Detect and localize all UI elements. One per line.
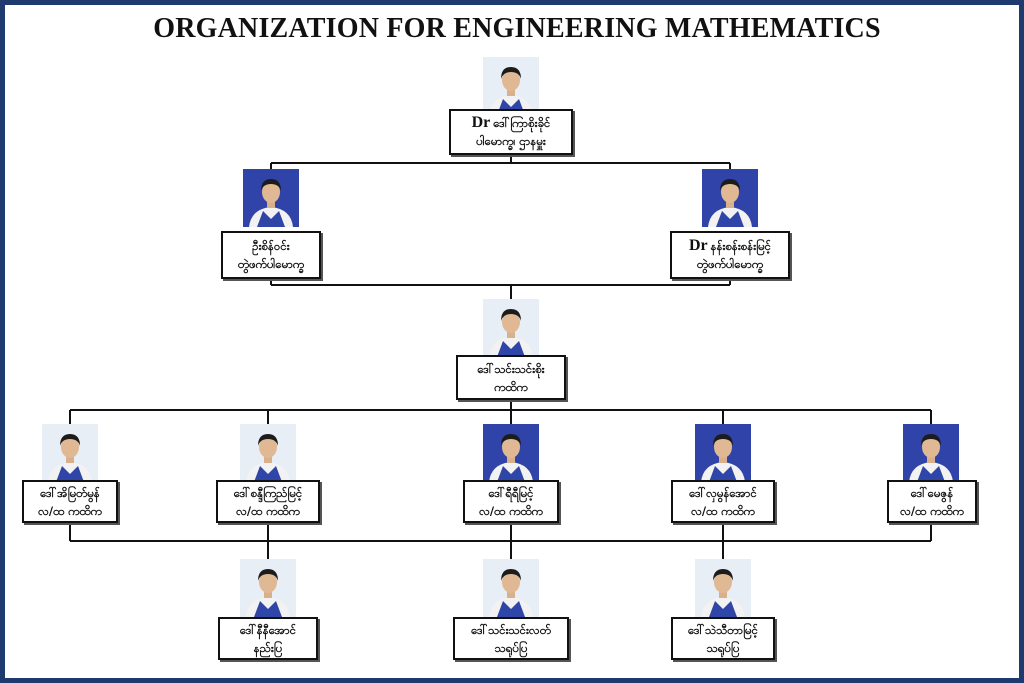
person-role: တွဲဖက်ပါမောက္ခ bbox=[237, 257, 305, 271]
portrait-photo bbox=[240, 559, 296, 617]
person-role: နည်းပြ bbox=[253, 640, 283, 655]
person-name: ဒေါ်မေဇွန် bbox=[910, 485, 954, 500]
portrait-photo bbox=[483, 559, 539, 617]
name-prefix: Dr bbox=[471, 114, 491, 131]
person-role: သရုပ်ပြ bbox=[706, 640, 740, 655]
org-node-assistant-lecturer-2: ဒေါ်စန္ဒီကြည်မြင့် လ/ထ ကထိက bbox=[216, 480, 320, 523]
org-node-assistant-lecturer-5: ဒေါ်မေဇွန် လ/ထ ကထိက bbox=[887, 480, 977, 523]
person-name: ဒေါ်နီနီအောင် bbox=[239, 622, 297, 637]
person-name: ဒေါ်သင်းသင်းလတ် bbox=[471, 622, 551, 637]
portrait-photo bbox=[240, 424, 296, 482]
portrait-photo bbox=[695, 559, 751, 617]
org-node-demonstrator-1: ဒေါ်သင်းသင်းလတ် သရုပ်ပြ bbox=[453, 617, 569, 660]
person-name: ဒေါ်စန္ဒီကြည်မြင့် bbox=[233, 485, 303, 500]
person-role: လ/ထ ကထိက bbox=[236, 503, 300, 518]
org-node-assistant-lecturer-1: ဒေါ်အိမြတ်မွန် လ/ထ ကထိက bbox=[22, 480, 118, 523]
person-name: ဒေါ်ကြာစိုးခိုင် bbox=[493, 116, 551, 130]
person-name: ဒေါ်ရီရီမြင့် bbox=[488, 485, 534, 500]
portrait-photo bbox=[702, 169, 758, 227]
person-role: သရုပ်ပြ bbox=[494, 640, 528, 655]
org-node-tutor-1: ဒေါ်နီနီအောင် နည်းပြ bbox=[218, 617, 318, 660]
org-node-assistant-lecturer-4: ဒေါ်လှမွန်အောင် လ/ထ ကထိက bbox=[671, 480, 775, 523]
portrait-photo bbox=[483, 299, 539, 357]
person-role: လ/ထ ကထိက bbox=[900, 503, 964, 518]
person-role: လ/ထ ကထိက bbox=[691, 503, 755, 518]
org-node-assistant-lecturer-3: ဒေါ်ရီရီမြင့် လ/ထ ကထိက bbox=[463, 480, 559, 523]
person-role: ပါမောက္ခ၊ ဌာနမှူး bbox=[476, 134, 546, 148]
portrait-photo bbox=[483, 57, 539, 115]
person-name: ဒေါ်သဲသီတာမြင့် bbox=[687, 622, 759, 637]
connector-lines bbox=[69, 155, 932, 559]
person-name: နန်းစန်းစန်းမြင့် bbox=[710, 239, 772, 253]
person-role: ကထိက bbox=[494, 379, 528, 394]
portrait-photo bbox=[903, 424, 959, 482]
person-role: လ/ထ ကထိက bbox=[38, 503, 102, 518]
org-node-assoc-left: ဦးစိန်ဝင်း တွဲဖက်ပါမောက္ခ bbox=[221, 231, 321, 279]
name-prefix: Dr bbox=[688, 237, 708, 254]
person-name: ဒေါ်သင်းသင်းစိုး bbox=[477, 361, 545, 376]
portrait-photo bbox=[243, 169, 299, 227]
person-name: ဒေါ်လှမွန်အောင် bbox=[689, 485, 757, 500]
org-node-demonstrator-2: ဒေါ်သဲသီတာမြင့် သရုပ်ပြ bbox=[671, 617, 775, 660]
page-title: ORGANIZATION FOR ENGINEERING MATHEMATICS bbox=[153, 13, 881, 44]
portrait-photo bbox=[483, 424, 539, 482]
person-name: ဦးစိန်ဝင်း bbox=[252, 239, 290, 253]
person-name: ဒေါ်အိမြတ်မွန် bbox=[40, 485, 100, 500]
portrait-photo bbox=[42, 424, 98, 482]
person-role: တွဲဖက်ပါမောက္ခ bbox=[696, 257, 764, 271]
org-node-lecturer: ဒေါ်သင်းသင်းစိုး ကထိက bbox=[456, 355, 566, 400]
portrait-photo bbox=[695, 424, 751, 482]
person-role: လ/ထ ကထိက bbox=[479, 503, 543, 518]
